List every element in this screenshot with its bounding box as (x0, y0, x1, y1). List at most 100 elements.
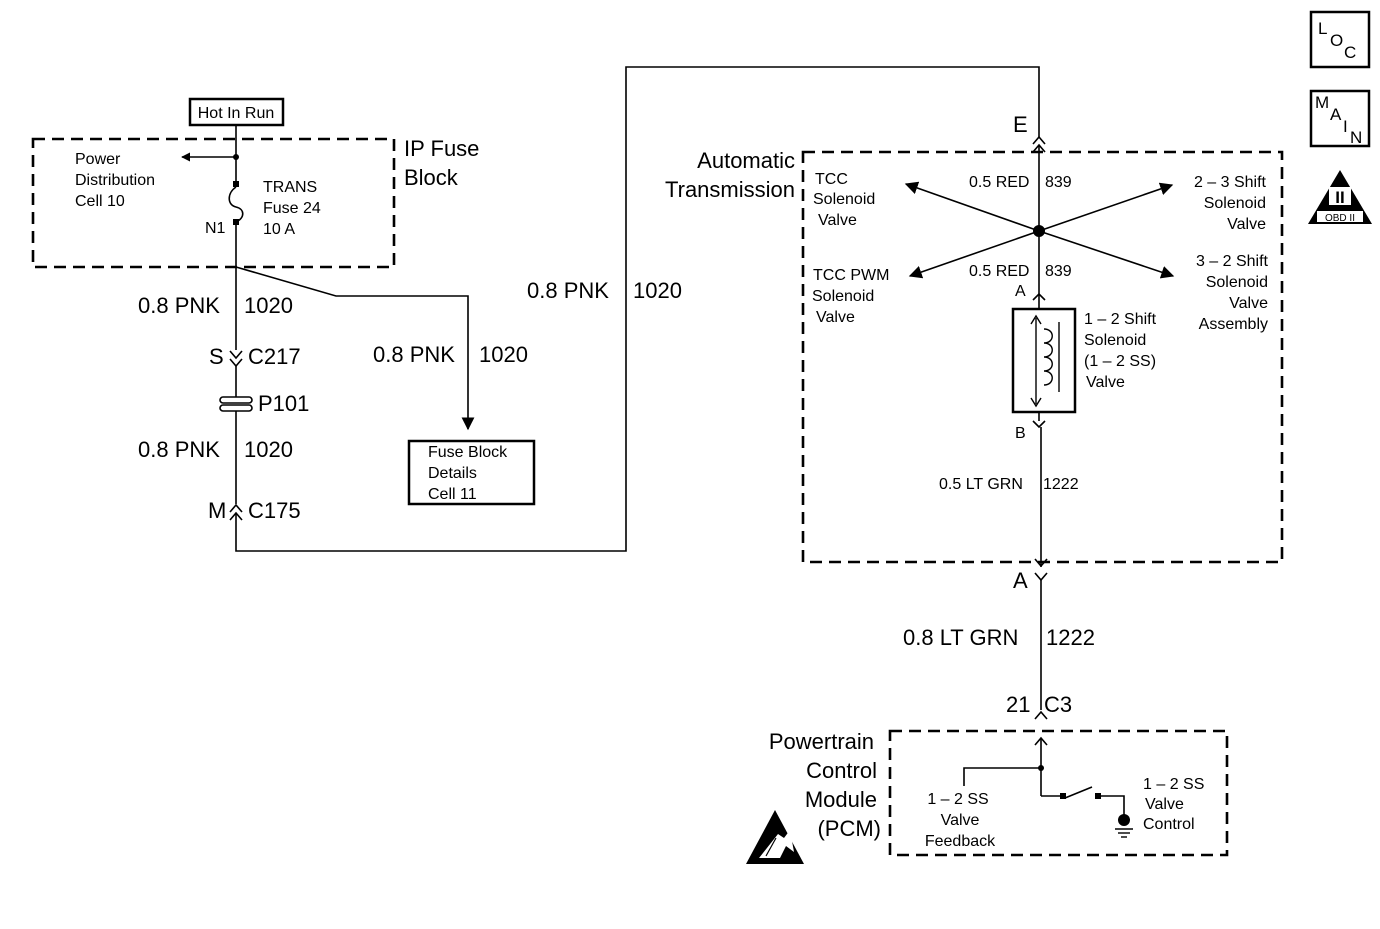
ground-lead (1100, 795, 1125, 815)
feedback-wire (963, 767, 1041, 786)
svg-text:Valve: Valve (1086, 374, 1125, 391)
loc-letter-1: L (1318, 19, 1327, 38)
ip-fuse-block-title-1: IP Fuse (404, 136, 479, 161)
svg-text:Hot In Run: Hot In Run (198, 105, 274, 122)
connector-p101: P101 (219, 391, 309, 416)
svg-text:Cell 11: Cell 11 (428, 486, 477, 503)
svg-text:Valve: Valve (1145, 796, 1184, 813)
svg-text:Valve: Valve (941, 812, 980, 829)
loc-letter-2: O (1330, 31, 1343, 50)
svg-text:P101: P101 (258, 391, 309, 416)
solenoid-pin-a: A (1015, 283, 1026, 300)
wire-circuit-label: 839 (1045, 263, 1072, 280)
svg-text:Valve: Valve (1229, 295, 1268, 312)
arrow-23-shift-solenoid (1038, 182, 1174, 232)
wire-size-label: 0.8 PNK (138, 293, 220, 318)
wire-size-label: 0.5 RED (969, 263, 1029, 280)
svg-text:TCC: TCC (815, 171, 848, 188)
arrow-tcc-pwm-solenoid (908, 230, 1040, 279)
trans-fuse-label: TRANS Fuse 24 10 A (263, 179, 321, 238)
svg-text:Distribution: Distribution (75, 172, 155, 189)
switch-contact-left (1060, 793, 1066, 799)
ip-fuse-block-box (31, 137, 396, 269)
wire-size-label: 0.8 LT GRN (903, 625, 1018, 650)
svg-text:Solenoid: Solenoid (813, 191, 875, 208)
svg-text:Solenoid: Solenoid (812, 288, 874, 305)
automatic-transmission-title-2: Transmission (665, 177, 795, 202)
hot-in-run-label: Hot In Run (188, 97, 285, 127)
svg-text:1 – 2 SS: 1 – 2 SS (927, 791, 988, 808)
main-letter-3: I (1343, 117, 1348, 136)
wire-1020-branch (235, 266, 475, 431)
tcc-solenoid-label: TCC Solenoid Valve (813, 171, 875, 229)
shift-12-solenoid-symbol (1011, 300, 1077, 421)
svg-text:21: 21 (1006, 692, 1030, 717)
esd-warning-icon (746, 810, 804, 864)
svg-text:C3: C3 (1044, 692, 1072, 717)
svg-text:Valve: Valve (818, 212, 857, 229)
wire-circuit-label: 1020 (244, 437, 293, 462)
svg-text:Fuse Block: Fuse Block (428, 444, 508, 461)
control-switch (1064, 786, 1093, 799)
svg-text:Solenoid: Solenoid (1206, 274, 1268, 291)
connector-c175: M C175 (208, 498, 301, 523)
svg-text:E: E (1013, 112, 1028, 137)
svg-text:(1 – 2 SS): (1 – 2 SS) (1084, 353, 1156, 370)
fuse-24-symbol (228, 186, 244, 223)
solenoid-pin-b: B (1015, 425, 1026, 442)
shift-32-solenoid-label: 3 – 2 Shift Solenoid Valve Assembly (1196, 253, 1269, 333)
shift-23-solenoid-label: 2 – 3 Shift Solenoid Valve (1194, 174, 1267, 233)
main-letter-1: M (1315, 93, 1329, 112)
wire-circuit-label: 1222 (1043, 476, 1079, 493)
wire-1222-arrow (1034, 558, 1048, 568)
wire-size-label: 0.5 RED (969, 174, 1029, 191)
pcm-input-terminal (1034, 736, 1048, 746)
ip-fuse-block-title-2: Block (404, 165, 459, 190)
wire-circuit-label: 1020 (633, 278, 682, 303)
switch-contact-right (1095, 793, 1101, 799)
wire-size-label: 0.8 PNK (527, 278, 609, 303)
svg-text:TCC PWM: TCC PWM (813, 267, 889, 284)
svg-text:10 A: 10 A (263, 221, 295, 238)
svg-text:1 – 2 Shift: 1 – 2 Shift (1084, 311, 1157, 328)
svg-text:Control: Control (806, 758, 877, 783)
main-letter-4: N (1350, 128, 1362, 147)
arrow-tcc-solenoid (904, 181, 1040, 232)
loc-letter-3: C (1344, 43, 1356, 62)
svg-text:Solenoid: Solenoid (1084, 332, 1146, 349)
solenoid-terminal-a (1032, 292, 1046, 301)
svg-text:1 – 2 SS: 1 – 2 SS (1143, 776, 1204, 793)
loc-icon[interactable]: L O C (1309, 10, 1371, 69)
svg-text:C175: C175 (248, 498, 301, 523)
obd-roman: II (1335, 188, 1344, 207)
power-distribution-label: Power Distribution Cell 10 (75, 151, 155, 210)
svg-text:Control: Control (1143, 816, 1195, 833)
obd-ii-icon[interactable]: II OBD II (1308, 170, 1372, 224)
connector-c217: S C217 (209, 344, 301, 369)
pcm-title: Powertrain Control Module (PCM) (769, 729, 881, 841)
fuse-terminal-bottom (233, 219, 239, 225)
wire-size-label: 0.5 LT GRN (939, 476, 1023, 493)
svg-text:Power: Power (75, 151, 121, 168)
fuse-node-n1: N1 (205, 220, 226, 237)
svg-text:TRANS: TRANS (263, 179, 317, 196)
shift-12-solenoid-label: 1 – 2 Shift Solenoid (1 – 2 SS) Valve (1084, 311, 1157, 391)
svg-text:Powertrain: Powertrain (769, 729, 874, 754)
svg-text:Assembly: Assembly (1199, 316, 1268, 333)
svg-text:Details: Details (428, 465, 477, 482)
svg-text:M: M (208, 498, 226, 523)
solenoid-terminal-b (1032, 420, 1046, 429)
automatic-transmission-box (801, 150, 1284, 564)
main-icon[interactable]: M A I N (1309, 89, 1371, 148)
control-label: 1 – 2 SS Valve Control (1143, 776, 1204, 833)
svg-text:Module: Module (805, 787, 877, 812)
feedback-label: 1 – 2 SS Valve Feedback (925, 791, 996, 850)
svg-text:(PCM): (PCM) (817, 816, 881, 841)
ground-icon (1115, 814, 1133, 838)
svg-text:A: A (1013, 568, 1028, 593)
fuse-block-details-label: Fuse Block Details Cell 11 (407, 439, 536, 506)
main-letter-2: A (1330, 105, 1342, 124)
obd-label: OBD II (1325, 213, 1355, 224)
svg-text:Valve: Valve (1227, 216, 1266, 233)
